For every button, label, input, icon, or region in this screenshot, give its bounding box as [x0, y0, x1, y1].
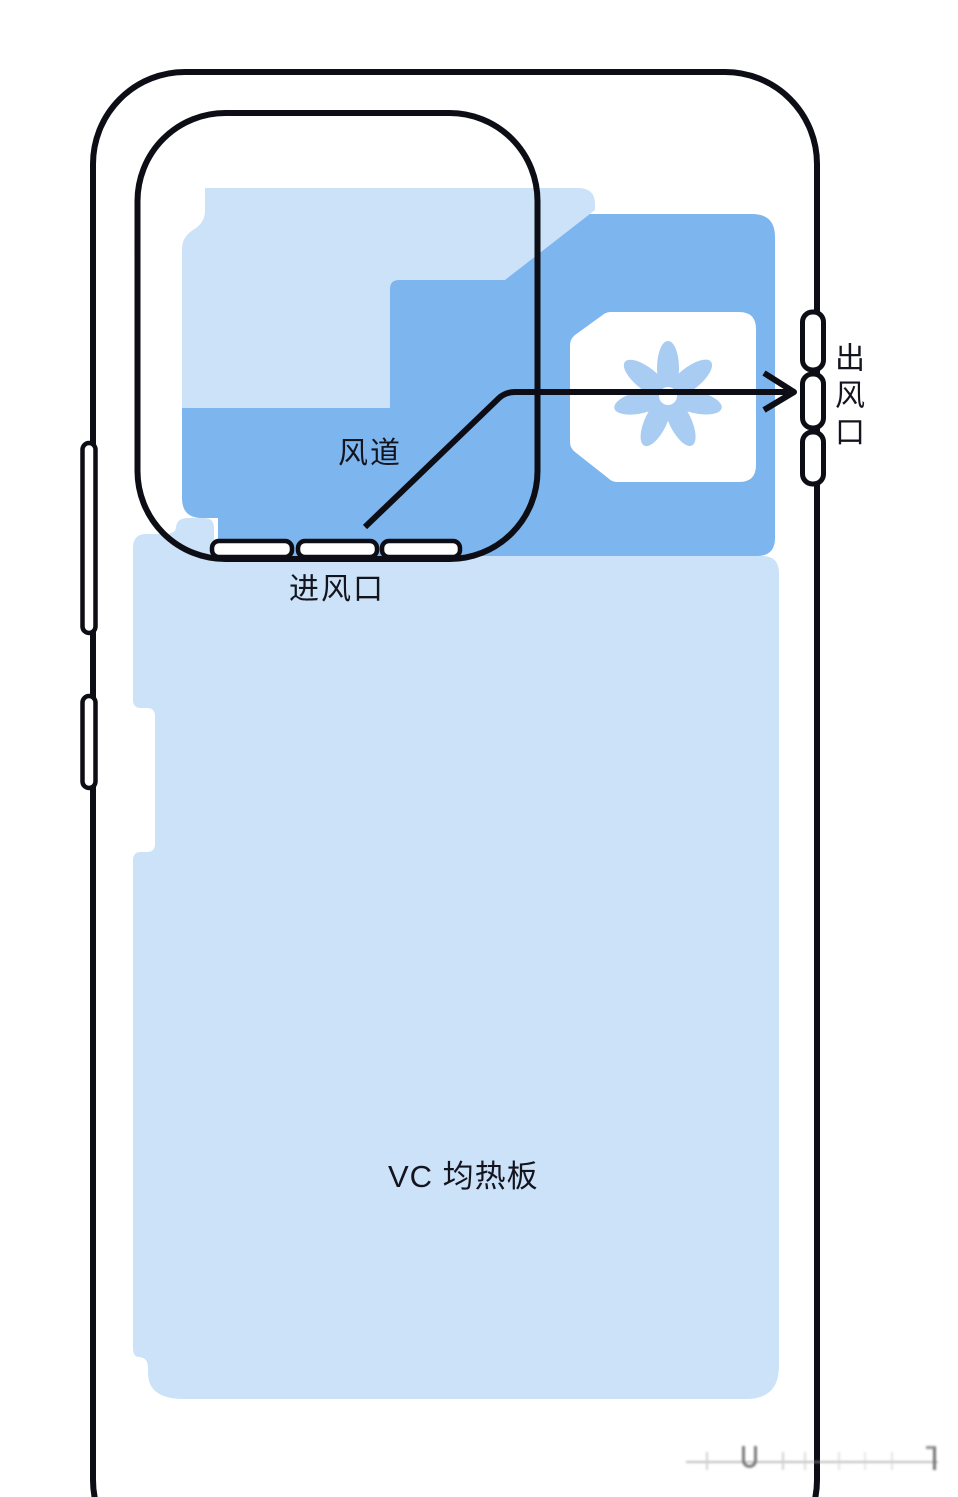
outlet-vent-slot: [800, 309, 826, 373]
watermark-glyph: [742, 1446, 757, 1468]
vapor-chamber-label: VC 均热板: [388, 1159, 539, 1194]
vapor-chamber-plate: [133, 518, 779, 1399]
watermark-stroke: [782, 1452, 784, 1470]
air-duct-left-arm: [182, 400, 218, 518]
inlet-vent-slot: [295, 538, 380, 560]
outlet-vent-slot: [800, 429, 826, 487]
watermark-stroke: [838, 1452, 840, 1470]
watermark-stroke: [804, 1452, 806, 1470]
air-outlet-label: 出风口: [830, 342, 863, 453]
inlet-vent-slot: [209, 538, 295, 560]
watermark-stroke: [864, 1452, 866, 1470]
fan-icon: [614, 341, 722, 447]
airflow-arrow: [362, 370, 797, 530]
air-outlet-vents: [800, 309, 826, 487]
watermark-stroke: [686, 1461, 938, 1463]
inlet-vent-slot: [379, 538, 463, 560]
watermark-blurred: [686, 1444, 938, 1480]
volume-button: [80, 440, 98, 636]
watermark-stroke: [891, 1452, 893, 1470]
air-inlet-vents: [209, 538, 463, 560]
air-duct-label: 风道: [338, 437, 402, 470]
outlet-vent-slot: [800, 371, 826, 431]
watermark-stroke: [706, 1452, 708, 1470]
power-button: [80, 693, 98, 791]
side-buttons: [80, 440, 98, 791]
upper-cooling-region: [182, 188, 595, 408]
watermark-glyph: [926, 1446, 936, 1470]
air-inlet-label: 进风口: [289, 573, 385, 606]
